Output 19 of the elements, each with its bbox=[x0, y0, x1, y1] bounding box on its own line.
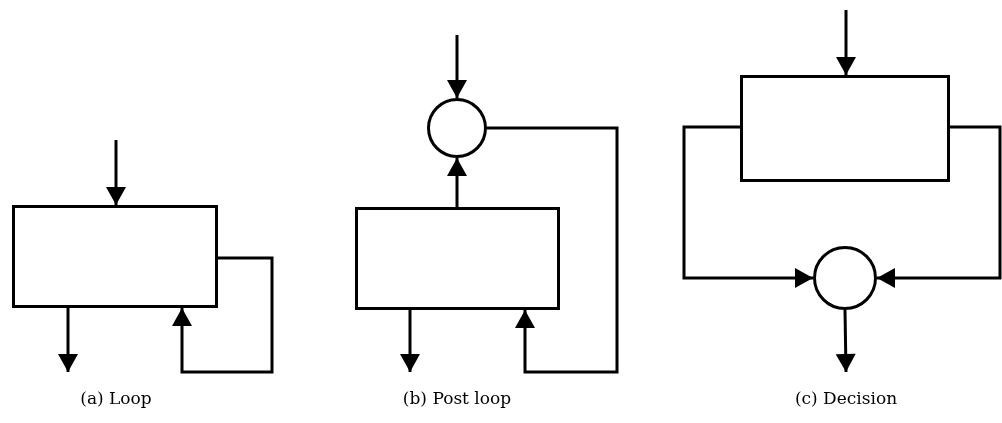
arrow bbox=[58, 308, 78, 372]
arrow bbox=[447, 158, 467, 207]
process-box bbox=[12, 205, 218, 308]
arrow bbox=[836, 10, 856, 75]
subfigure-caption: (a) Loop bbox=[80, 388, 152, 408]
arrow bbox=[106, 140, 126, 205]
arrow bbox=[487, 126, 619, 374]
arrow bbox=[835, 309, 856, 373]
arrow bbox=[400, 310, 420, 372]
arrow bbox=[172, 256, 274, 374]
arrow bbox=[682, 125, 813, 288]
arrow bbox=[447, 35, 467, 98]
subfigure-caption: (b) Post loop bbox=[402, 388, 512, 408]
junction-circle bbox=[813, 246, 877, 310]
process-box bbox=[740, 75, 950, 182]
arrow bbox=[877, 125, 1002, 288]
process-box bbox=[355, 207, 560, 310]
junction-circle bbox=[427, 98, 487, 158]
subfigure-caption: (c) Decision bbox=[794, 388, 898, 408]
